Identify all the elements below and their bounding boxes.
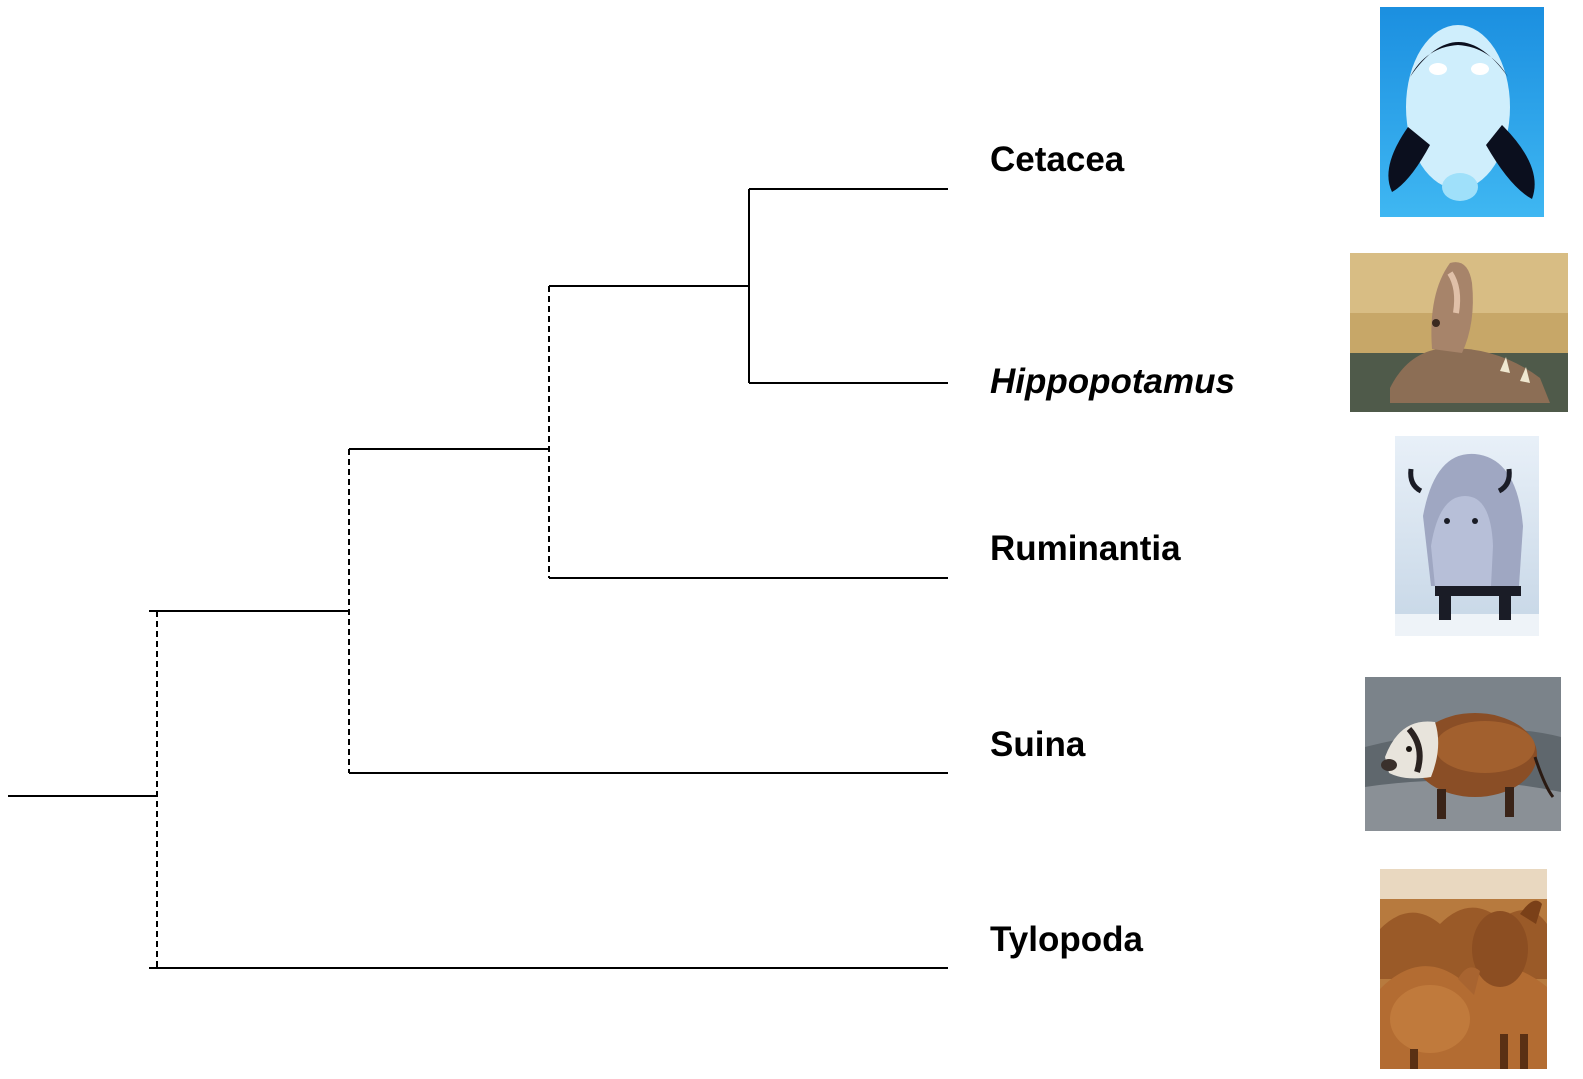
hippopotamus-icon [1350, 253, 1568, 412]
camel-icon [1380, 869, 1547, 1069]
boar-icon [1365, 677, 1561, 831]
taxon-label-suina: Suina [990, 725, 1086, 764]
taxon-label-tylopoda: Tylopoda [990, 920, 1143, 959]
bison-icon [1395, 436, 1539, 636]
orca-icon [1380, 7, 1544, 217]
taxon-label-ruminantia: Ruminantia [990, 529, 1181, 568]
taxon-label-hippopotamus: Hippopotamus [990, 362, 1235, 401]
taxon-label-cetacea: Cetacea [990, 140, 1125, 179]
